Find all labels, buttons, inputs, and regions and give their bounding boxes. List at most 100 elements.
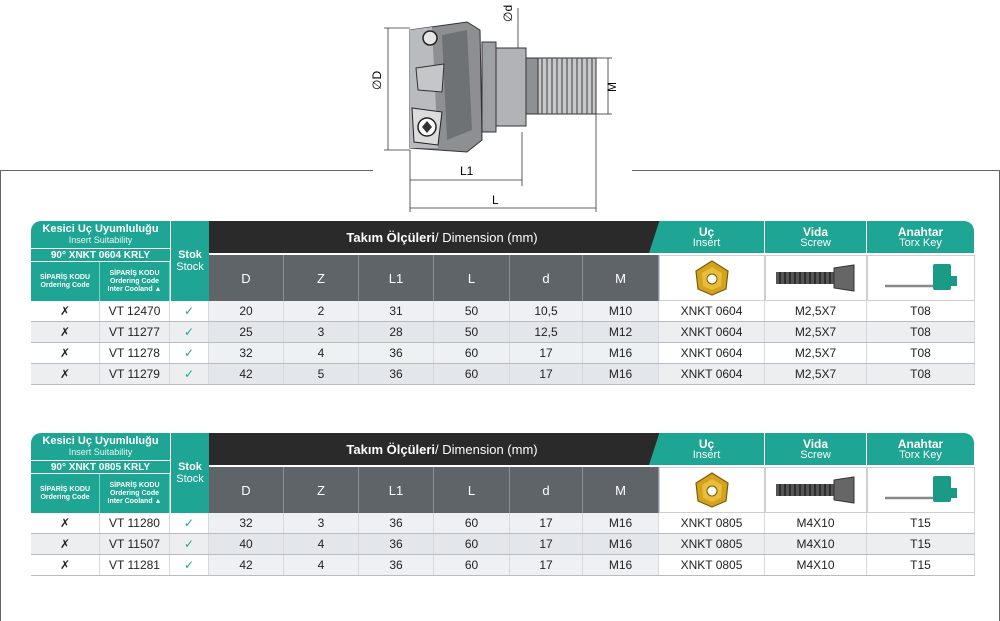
cell-l1: 28	[359, 322, 434, 342]
ordering-code-2-en: Ordering Code	[109, 277, 159, 285]
suitability-title: Kesici Uç Uyumluluğu	[42, 435, 159, 447]
cell-l: 60	[434, 513, 510, 533]
torx-key-image	[867, 255, 975, 301]
column-header-m: M	[583, 255, 659, 301]
cell-m: M16	[583, 364, 659, 384]
screw-header-tr: Vida	[802, 224, 829, 239]
cell-screw: M2,5X7	[765, 343, 867, 363]
cell-key: T15	[867, 555, 975, 575]
column-header-d: D	[209, 467, 284, 513]
suitability-subtitle: Insert Suitability	[68, 447, 133, 457]
column-header-l: L	[434, 467, 510, 513]
stock-check: ✓	[170, 513, 209, 533]
cell-d: 42	[209, 364, 284, 384]
dim-label-M: M	[605, 82, 619, 92]
cell-key: T08	[867, 364, 975, 384]
dimension-title-tr: Takım Ölçüleri	[346, 441, 436, 457]
cell-l: 60	[434, 534, 510, 554]
cell-screw: M4X10	[765, 513, 867, 533]
cell-l: 60	[434, 555, 510, 575]
cell-insert: XNKT 0604	[659, 322, 765, 342]
cell-d: 17	[510, 534, 583, 554]
cell-z: 4	[284, 555, 359, 575]
row-divider	[31, 384, 975, 385]
cell-l: 50	[434, 322, 510, 342]
cell-d: 17	[510, 343, 583, 363]
cell-l: 60	[434, 364, 510, 384]
insert-type-label: 90° XNKT 0604 KRLY	[31, 249, 170, 261]
cell-l1: 36	[359, 343, 434, 363]
screw-header-tr: Vida	[802, 436, 829, 451]
coolant-cross: ✗	[31, 322, 100, 342]
dimension-title-en: / Dimension (mm)	[435, 441, 538, 457]
cell-z: 2	[284, 301, 359, 321]
cell-screw: M2,5X7	[765, 322, 867, 342]
column-header-z: Z	[284, 255, 359, 301]
stock-tr: Stok	[178, 461, 202, 473]
ordering-code-1-tr: SİPARİŞ KODU	[39, 485, 91, 493]
coolant-cross: ✗	[31, 364, 100, 384]
cell-insert: XNKT 0805	[659, 534, 765, 554]
insert-header-en: Insert	[692, 448, 721, 461]
ordering-code-2-en: Ordering Code	[109, 489, 159, 497]
coolant-cross: ✗	[31, 534, 100, 554]
ordering-code-header-1: SİPARİŞ KODU Ordering Code	[31, 474, 100, 513]
cell-m: M12	[583, 322, 659, 342]
ordering-code-2-tr: SİPARİŞ KODU	[109, 481, 160, 489]
cell-z: 3	[284, 513, 359, 533]
suitability-header: Kesici Uç Uyumluluğu Insert Suitability	[31, 433, 170, 460]
screw-header-en: Screw	[800, 448, 831, 461]
cell-m: M10	[583, 301, 659, 321]
cell-m: M16	[583, 343, 659, 363]
screw-header: Vida Screw	[765, 221, 866, 253]
key-header: Anahtar Torx Key	[867, 221, 974, 253]
cell-key: T08	[867, 301, 975, 321]
cell-code: VT 11279	[100, 364, 170, 384]
cell-z: 5	[284, 364, 359, 384]
screw-image	[765, 467, 867, 513]
row-divider	[31, 363, 975, 364]
cell-insert: XNKT 0604	[659, 364, 765, 384]
ordering-code-2-tr: SİPARİŞ KODU	[109, 269, 160, 277]
stock-tr: Stok	[178, 249, 202, 261]
cell-insert: XNKT 0805	[659, 513, 765, 533]
ordering-code-1-en: Ordering Code	[40, 493, 90, 501]
cell-insert: XNKT 0604	[659, 301, 765, 321]
column-header-d: d	[510, 467, 583, 513]
page-frame-left	[0, 170, 373, 621]
cell-l1: 36	[359, 513, 434, 533]
dim-label-D: ∅D	[372, 71, 384, 90]
key-header-tr: Anahtar	[897, 224, 944, 239]
row-divider	[31, 533, 975, 534]
key-header-en: Torx Key	[899, 236, 942, 249]
cell-key: T08	[867, 322, 975, 342]
ordering-code-header-1: SİPARİŞ KODU Ordering Code	[31, 262, 100, 301]
cell-insert: XNKT 0604	[659, 343, 765, 363]
cell-d: 20	[209, 301, 284, 321]
stock-en: Stock	[176, 261, 204, 273]
cell-d: 25	[209, 322, 284, 342]
cell-code: VT 11278	[100, 343, 170, 363]
cell-d: 40	[209, 534, 284, 554]
cell-d: 17	[510, 555, 583, 575]
tool-drawing: ∅D ∅d M L1 L	[372, 5, 619, 212]
cell-screw: M4X10	[765, 534, 867, 554]
cell-key: T15	[867, 513, 975, 533]
row-divider	[31, 342, 975, 343]
coolant-cross: ✗	[31, 513, 100, 533]
cell-l1: 36	[359, 534, 434, 554]
insert-icon	[695, 472, 729, 508]
cell-screw: M2,5X7	[765, 301, 867, 321]
cell-code: VT 11281	[100, 555, 170, 575]
dimension-title-tr: Takım Ölçüleri	[346, 229, 436, 245]
insert-header-tr: Uç	[698, 436, 715, 451]
cell-z: 4	[284, 343, 359, 363]
